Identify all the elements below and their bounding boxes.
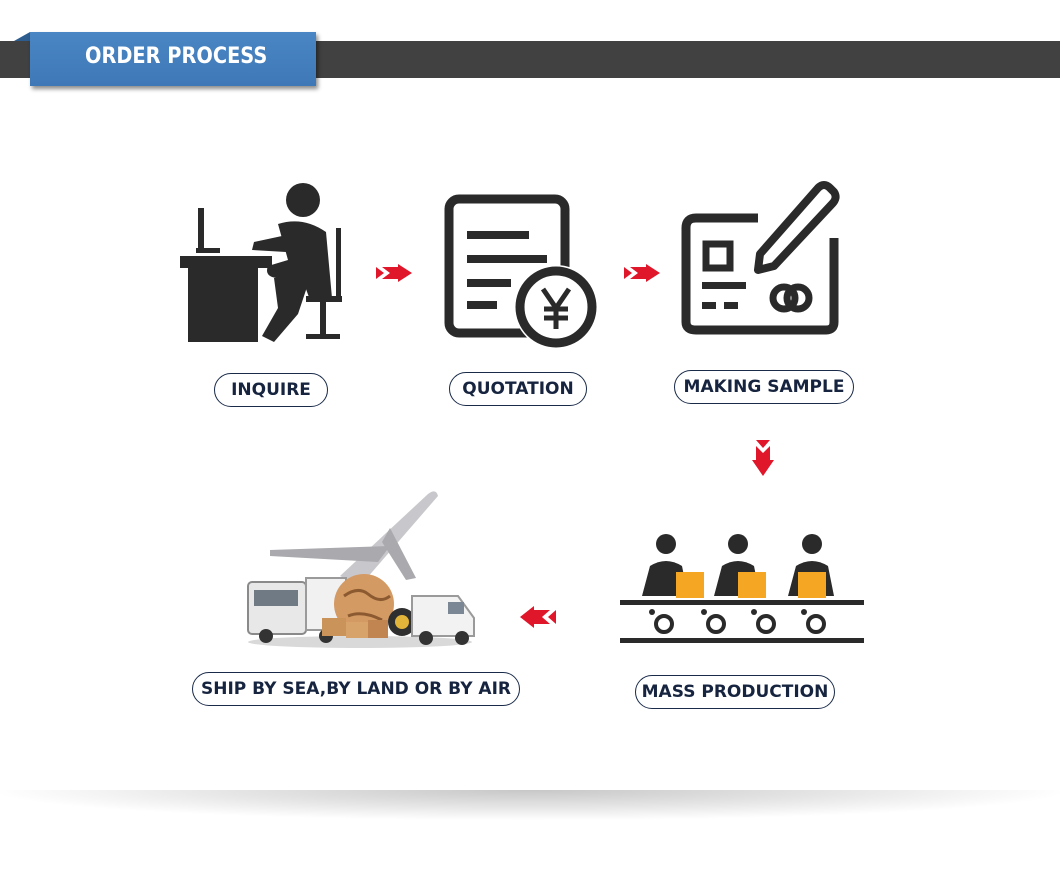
bottom-shadow — [0, 790, 1060, 820]
arrow-left-icon — [520, 606, 556, 633]
arrow-right-icon — [624, 264, 660, 287]
step-label-mass-production: MASS PRODUCTION — [635, 675, 835, 709]
arrow-right-icon — [376, 264, 412, 287]
shipping-plane-truck-globe-icon — [240, 486, 482, 650]
page-title: ORDER PROCESS — [85, 44, 268, 69]
step-label-quotation: QUOTATION — [449, 372, 587, 406]
person-at-desk-icon — [178, 180, 348, 346]
step-label-ship: SHIP BY SEA,BY LAND OR BY AIR — [192, 672, 520, 706]
header-tab — [30, 32, 316, 86]
header-tab-fold — [14, 32, 30, 41]
step-label-making-sample: MAKING SAMPLE — [674, 370, 854, 404]
sample-card-pen-icon — [678, 178, 840, 338]
arrow-down-icon — [752, 440, 774, 481]
step-label-inquire: INQUIRE — [214, 373, 328, 407]
yen-quotation-document-icon — [443, 193, 603, 353]
production-line-workers-icon — [618, 532, 866, 646]
